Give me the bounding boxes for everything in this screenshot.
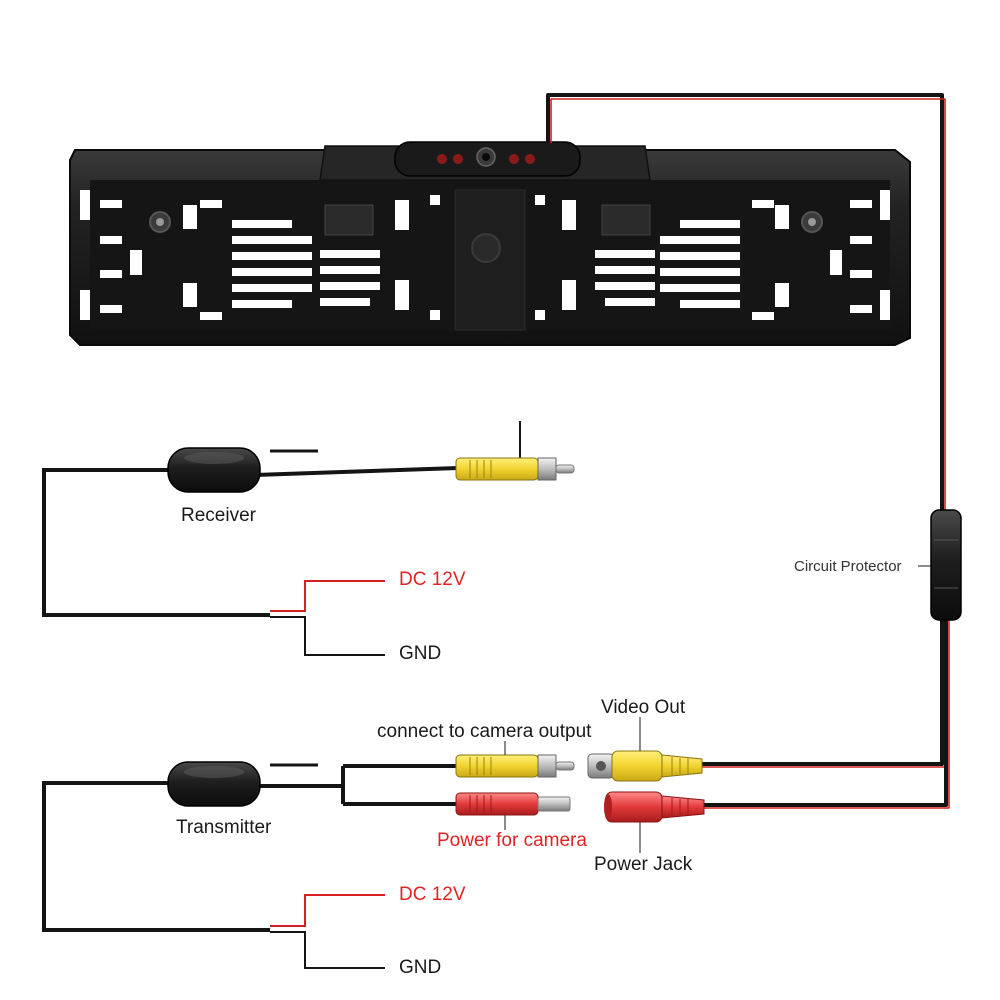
camera-video-out-jack — [587, 750, 703, 782]
receiver-label: Receiver — [181, 505, 256, 526]
circuit-protector — [930, 509, 962, 621]
gnd-label-bottom: GND — [399, 957, 442, 978]
circuit-protector-label: Circuit Protector — [794, 558, 902, 575]
gnd-label-top: GND — [399, 643, 442, 664]
transmitter-power-leads — [270, 894, 385, 969]
dc-12v-label-top: DC 12V — [399, 569, 466, 590]
connect-camera-output-label: connect to camera output — [377, 721, 592, 742]
receiver-module — [42, 447, 459, 617]
camera-power-jack — [604, 791, 705, 823]
transmitter-dc-power-plug — [455, 792, 571, 816]
transmitter-rca-video-plug — [455, 754, 575, 778]
receiver-rca-video-plug — [455, 421, 575, 481]
video-out-label: Video Out — [601, 697, 686, 718]
dc-12v-label-bottom: DC 12V — [399, 884, 466, 905]
camera-cable — [546, 93, 950, 809]
license-plate-frame-camera — [69, 141, 911, 346]
transmitter-module — [42, 761, 458, 932]
receiver-power-leads — [270, 580, 385, 656]
power-for-camera-label: Power for camera — [437, 830, 587, 851]
transmitter-label: Transmitter — [176, 817, 272, 838]
leader-lines — [504, 565, 931, 853]
power-jack-label: Power Jack — [594, 854, 693, 875]
